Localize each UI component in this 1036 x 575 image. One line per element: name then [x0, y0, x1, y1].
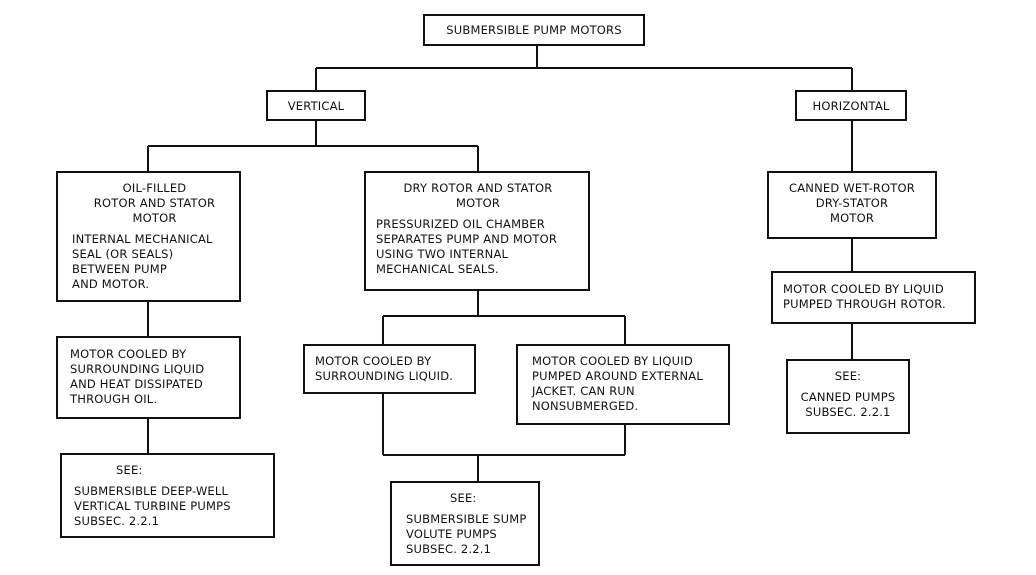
oil-filled-description: INTERNAL MECHANICAL SEAL (OR SEALS) BETW…	[72, 232, 213, 291]
dry-see-reference: SUBMERSIBLE SUMP VOLUTE PUMPS SUBSEC. 2.…	[406, 512, 527, 556]
vertical-box: VERTICAL	[266, 90, 366, 121]
canned-see-label: SEE:	[834, 369, 862, 383]
oil-see-label: SEE:	[116, 463, 143, 477]
oil-filled-title: OIL-FILLED ROTOR AND STATOR MOTOR	[93, 181, 216, 225]
dry-see-label: SEE:	[450, 491, 477, 505]
canned-motor-box: CANNED WET-ROTOR DRY-STATOR MOTOR	[767, 171, 937, 239]
oil-see-reference: SUBMERSIBLE DEEP-WELL VERTICAL TURBINE P…	[74, 484, 231, 528]
oil-filled-motor-box: OIL-FILLED ROTOR AND STATOR MOTOR INTERN…	[56, 171, 241, 302]
canned-cooling-box: MOTOR COOLED BY LIQUID PUMPED THROUGH RO…	[771, 271, 976, 324]
canned-motor-text: CANNED WET-ROTOR DRY-STATOR MOTOR	[789, 181, 915, 225]
oil-see-box: SEE: SUBMERSIBLE DEEP-WELL VERTICAL TURB…	[60, 453, 275, 538]
oil-cooling-box: MOTOR COOLED BY SURROUNDING LIQUID AND H…	[56, 336, 241, 419]
canned-cooling-text: MOTOR COOLED BY LIQUID PUMPED THROUGH RO…	[783, 282, 946, 311]
dry-cooling-surrounding-box: MOTOR COOLED BY SURROUNDING LIQUID.	[303, 344, 476, 394]
oil-cooling-text: MOTOR COOLED BY SURROUNDING LIQUID AND H…	[70, 347, 205, 406]
dry-rotor-description: PRESSURIZED OIL CHAMBER SEPARATES PUMP A…	[376, 217, 558, 276]
dry-see-box: SEE: SUBMERSIBLE SUMP VOLUTE PUMPS SUBSE…	[390, 481, 540, 566]
dry-cooling-jacket-box: MOTOR COOLED BY LIQUID PUMPED AROUND EXT…	[516, 344, 730, 425]
dry-cooling-surrounding-text: MOTOR COOLED BY SURROUNDING LIQUID.	[315, 354, 454, 383]
root-label: SUBMERSIBLE PUMP MOTORS	[446, 23, 622, 37]
canned-see-reference: CANNED PUMPS SUBSEC. 2.2.1	[800, 390, 896, 419]
horizontal-label: HORIZONTAL	[812, 99, 890, 113]
dry-rotor-motor-box: DRY ROTOR AND STATOR MOTOR PRESSURIZED O…	[364, 171, 590, 291]
vertical-label: VERTICAL	[287, 99, 345, 113]
dry-rotor-title: DRY ROTOR AND STATOR MOTOR	[403, 181, 553, 210]
dry-cooling-jacket-text: MOTOR COOLED BY LIQUID PUMPED AROUND EXT…	[532, 354, 703, 413]
canned-see-box: SEE: CANNED PUMPS SUBSEC. 2.2.1	[786, 359, 910, 434]
horizontal-box: HORIZONTAL	[795, 90, 907, 121]
root-box: SUBMERSIBLE PUMP MOTORS	[423, 14, 645, 46]
